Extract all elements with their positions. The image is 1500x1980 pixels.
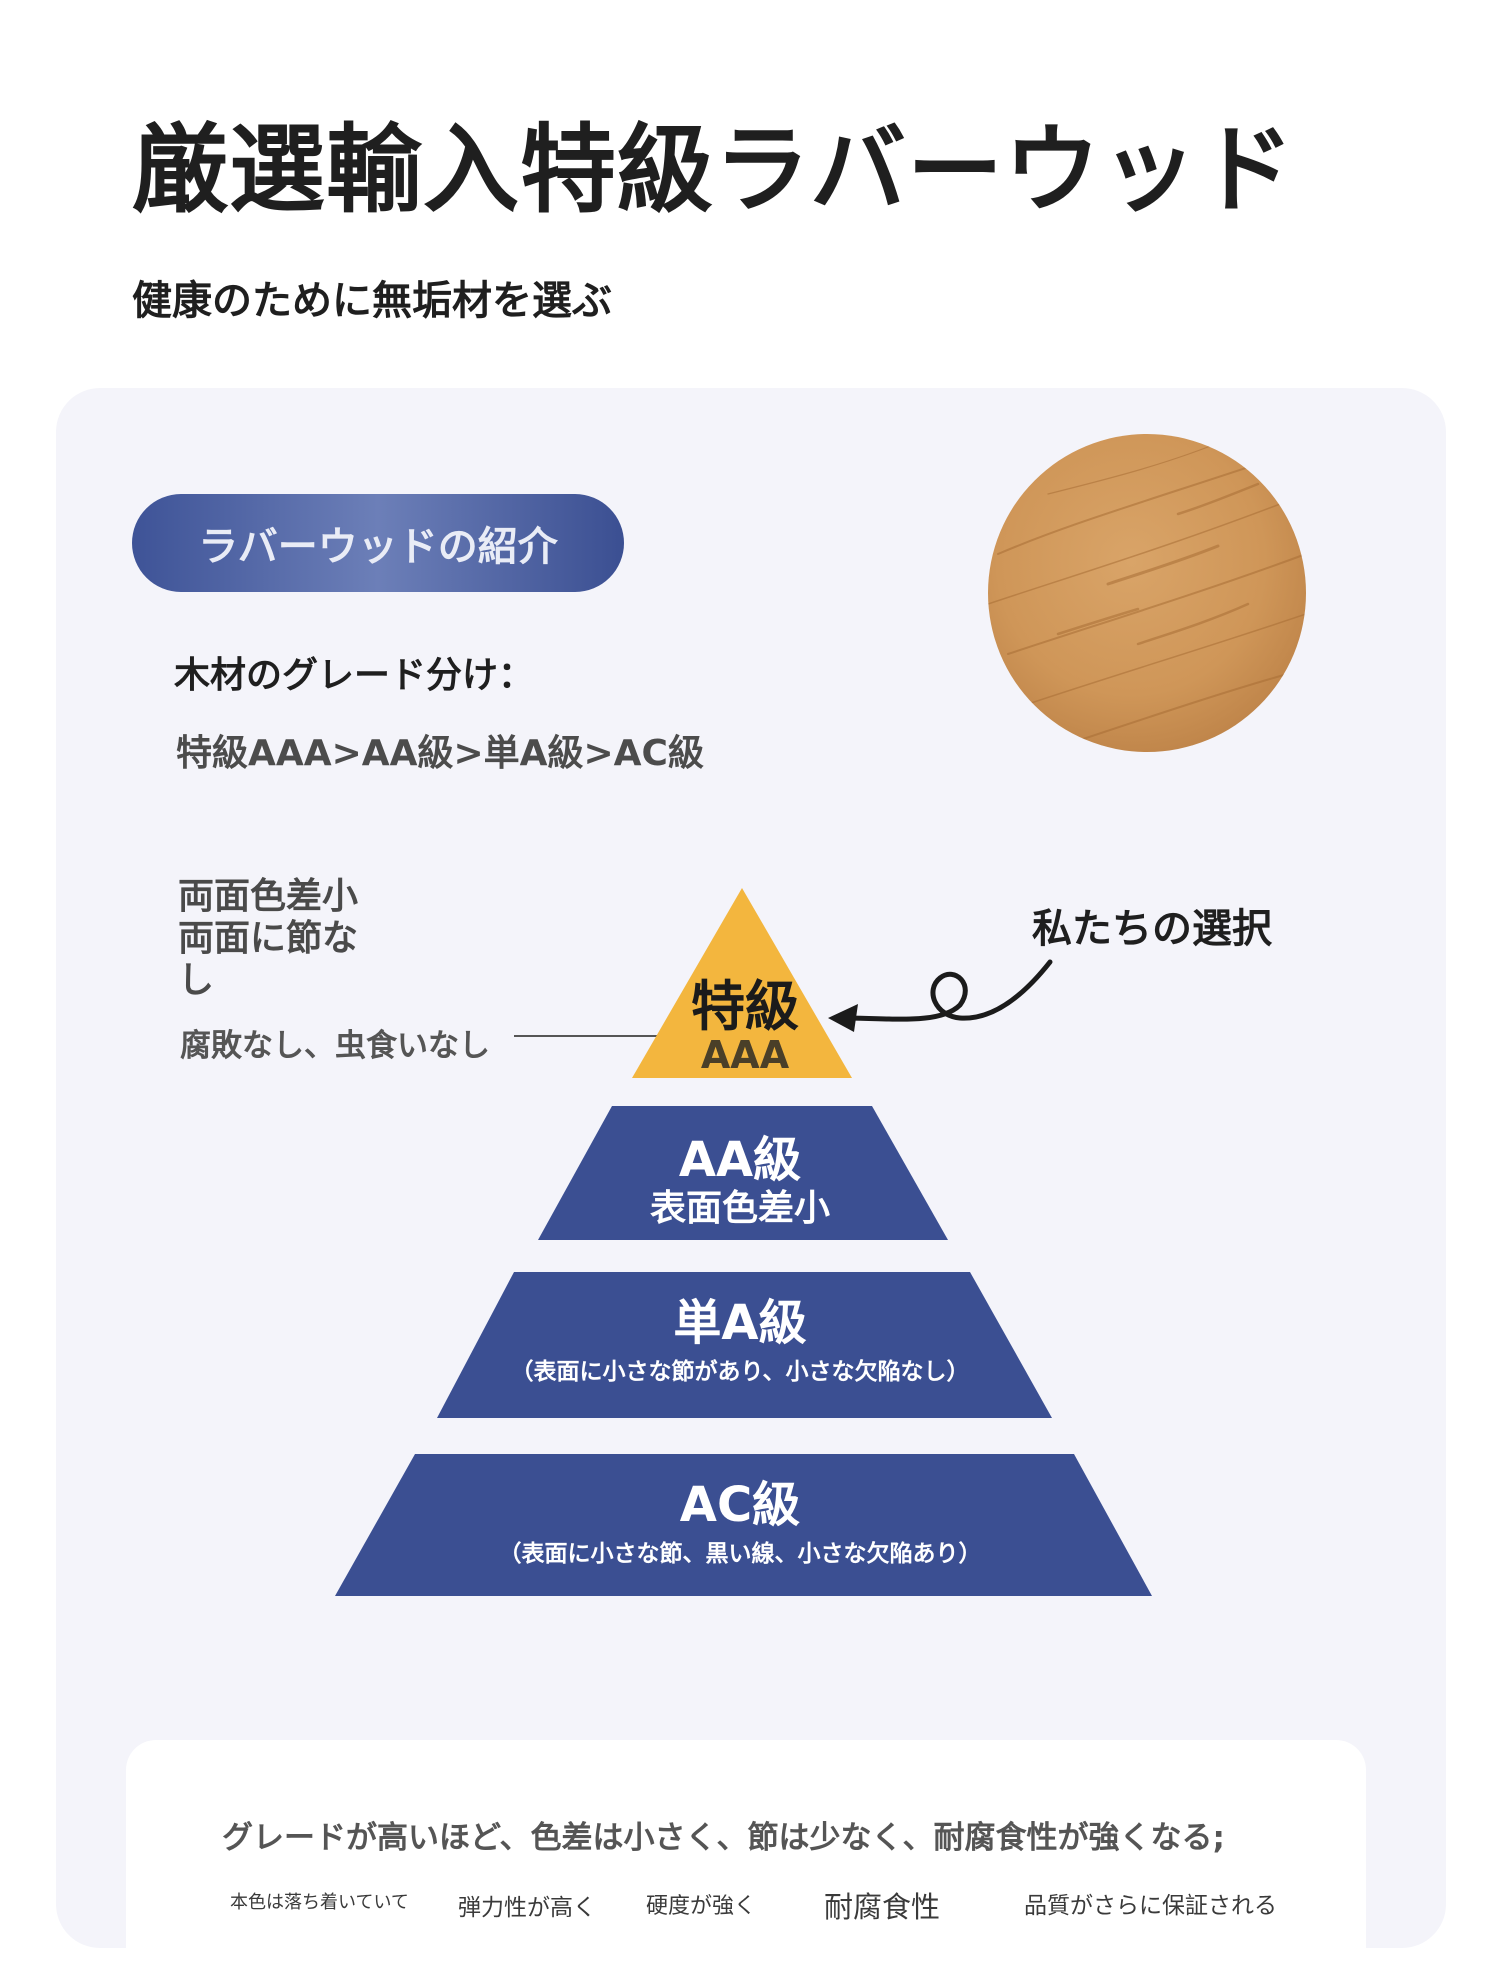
tier-subtitle: （表面に小さな節、黒い線、小さな欠陥あり） — [498, 1541, 982, 1567]
tier-title: AC級 — [679, 1477, 801, 1533]
our-choice-label: 私たちの選択 — [1032, 906, 1272, 952]
tier-label-a: 単A級 （表面に小さな節があり、小さな欠陥なし） — [440, 1292, 1040, 1390]
property-item: 本色は落ち着いていて — [230, 1892, 409, 1913]
tier-label-top: 特級 AAA — [640, 975, 850, 1077]
top-grade-note: 両面色差小 両面に節な し — [178, 876, 408, 1002]
wood-grain-graphic — [988, 434, 1306, 752]
grade-pyramid — [335, 888, 1152, 1596]
connector-line — [514, 1035, 674, 1037]
tier-title: 単A級 — [673, 1295, 807, 1351]
pyramid-tier-aa — [538, 1106, 948, 1240]
tier-label-ac: AC級 （表面に小さな節、黒い線、小さな欠陥あり） — [340, 1474, 1140, 1572]
tier-subtitle: 表面色差小 — [649, 1188, 830, 1229]
pyramid-tier-a — [437, 1272, 1052, 1418]
grading-heading: 木材のグレード分け： — [174, 655, 535, 696]
tier-subtitle: （表面に小さな節があり、小さな欠陥なし） — [510, 1359, 970, 1385]
pyramid-tier-ac — [335, 1454, 1152, 1596]
intro-badge: ラバーウッドの紹介 — [132, 494, 624, 592]
property-item: 弾力性が高く — [458, 1895, 596, 1921]
top-grade-note-line: 両面に節な — [178, 918, 359, 959]
tier-title: 特級 — [691, 975, 799, 1038]
summary-text: グレードが高いほど、色差は小さく、節は少なく、耐腐食性が強くなる; — [222, 1820, 1225, 1856]
page-title: 厳選輸入特級ラバーウッド — [132, 114, 1296, 226]
grading-order: 特級AAA>AA級>単A級>AC級 — [176, 733, 704, 774]
top-grade-note-line: 両面色差小 — [178, 876, 359, 917]
top-grade-side-note: 腐敗なし、虫食いなし — [180, 1028, 490, 1064]
summary-card — [126, 1740, 1366, 1980]
top-grade-note-line: し — [178, 960, 215, 1001]
tier-subtitle: AAA — [700, 1033, 790, 1077]
tier-label-aa: AA級 表面色差小 — [540, 1132, 940, 1230]
arrow-head-icon — [828, 1004, 858, 1032]
page-subtitle: 健康のために無垢材を選ぶ — [132, 278, 612, 324]
pyramid-tier-top — [632, 888, 852, 1078]
property-item: 耐腐食性 — [824, 1890, 941, 1924]
tier-title: AA級 — [678, 1132, 802, 1188]
curly-arrow-icon — [842, 959, 1053, 1022]
property-item: 硬度が強く — [646, 1894, 757, 1919]
wood-sample-image — [988, 434, 1306, 752]
property-item: 品質がさらに保証される — [1024, 1893, 1277, 1919]
